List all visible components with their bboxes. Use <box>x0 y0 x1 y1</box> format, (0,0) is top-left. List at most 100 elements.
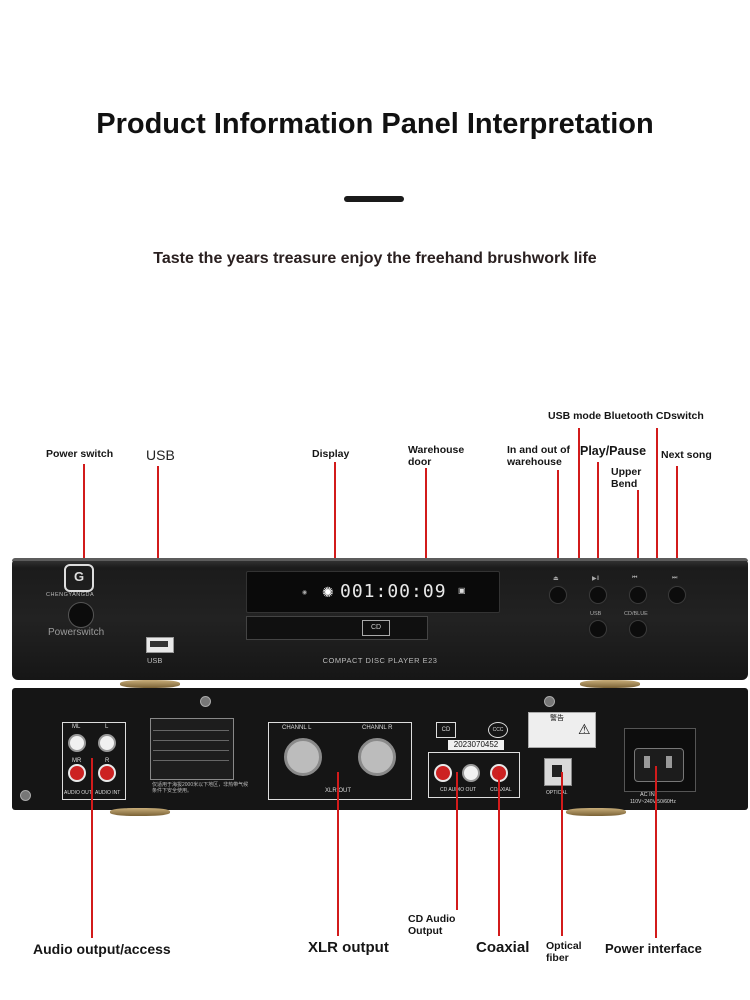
brand-name: CHENGYANGDA <box>46 592 95 598</box>
callout-line-audio-out <box>91 758 93 938</box>
disc-tray[interactable] <box>246 616 428 640</box>
label-usb: USB <box>146 447 175 463</box>
callout-line-usb-mode <box>578 428 580 630</box>
cd-logo: CD <box>362 620 390 636</box>
front-panel-edge <box>12 558 748 561</box>
label-next-song: Next song <box>661 449 712 461</box>
callout-line-prev <box>637 490 639 594</box>
mr-label: MR <box>72 758 82 764</box>
callout-line-display <box>334 462 336 586</box>
callout-line-door <box>425 468 427 632</box>
label-play-pause: Play/Pause <box>580 444 647 458</box>
next-icon: ⏭ <box>672 575 678 581</box>
warning-label <box>528 712 596 748</box>
front-display <box>246 571 500 613</box>
page-subtitle: Taste the years treasure enjoy the freeh… <box>153 250 597 267</box>
spec-plate-row <box>153 760 229 761</box>
callout-line-coaxial <box>498 772 500 936</box>
callout-line-next <box>676 466 678 594</box>
l-label: L <box>105 724 109 730</box>
spec-plate-row <box>153 730 229 731</box>
warning-text: 警告 <box>550 715 564 722</box>
title-divider <box>344 196 404 202</box>
play-pause-icon: ▶‖ <box>592 576 600 582</box>
audio-int-label: AUDIO INT <box>95 790 121 796</box>
next-track-button[interactable] <box>668 586 686 604</box>
cd-logo-rear: CD <box>436 722 456 738</box>
rca-jack-red[interactable] <box>98 764 116 782</box>
xlr-right-connector[interactable] <box>358 738 396 776</box>
label-usb-bt-cd-switch: USB mode Bluetooth CDswitch <box>548 410 704 422</box>
disc-status-icon: ◉ <box>302 590 308 596</box>
brand-logo: G <box>64 564 94 592</box>
optical-port-slot <box>552 765 562 777</box>
warning-triangle-icon: ⚠ <box>578 721 591 737</box>
ac-spec-label: 110V~240V 50/60Hz <box>630 799 676 805</box>
callout-line-power <box>83 464 85 614</box>
spec-note: 仅适用于海拔2000米以下地区，非热带气候条件下安全使用。 <box>152 782 249 794</box>
front-foot-left <box>120 680 180 688</box>
label-in-out-warehouse: In and out of warehouse <box>507 444 570 468</box>
rear-foot-left <box>110 808 170 816</box>
callout-line-cd-audio <box>456 772 458 910</box>
rca-jack-white[interactable] <box>98 734 116 752</box>
previous-icon: ⏮ <box>632 575 638 581</box>
cd-audio-jack-left[interactable] <box>434 764 452 782</box>
ccc-mark: CCC <box>488 722 508 738</box>
power-button[interactable] <box>68 602 94 628</box>
cd-audio-out-label: CD AUDIO OUT <box>440 787 477 793</box>
callout-line-optical <box>561 772 563 936</box>
eject-icon: ⏏ <box>553 576 559 582</box>
serial-number: 2023070452 <box>448 740 504 750</box>
usb-button-label: USB <box>590 611 602 617</box>
callout-line-xlr <box>337 772 339 936</box>
power-switch-label: Powerswitch <box>48 627 105 638</box>
eject-button[interactable] <box>549 586 567 604</box>
label-power-interface: Power interface <box>605 941 702 956</box>
usb-port-label: USB <box>147 656 163 665</box>
rear-screw <box>20 790 31 801</box>
label-optical-fiber: Optical fiber <box>546 940 582 964</box>
previous-track-button[interactable] <box>629 586 647 604</box>
spec-plate-row <box>153 750 229 751</box>
usb-port-slot <box>150 641 168 647</box>
power-pin <box>666 756 672 768</box>
spec-plate-row <box>153 740 229 741</box>
r-label: R <box>105 758 110 764</box>
label-upper-bend: Upper Bend <box>611 466 642 490</box>
channel-r-label: CHANNL R <box>362 725 393 731</box>
usb-mode-button[interactable] <box>589 620 607 638</box>
label-cd-audio-output: CD Audio Output <box>408 913 456 937</box>
page-title: Product Information Panel Interpretation <box>96 108 654 140</box>
xlr-left-connector[interactable] <box>284 738 322 776</box>
rear-screw <box>544 696 555 707</box>
label-display: Display <box>312 448 350 460</box>
power-socket[interactable] <box>634 748 684 782</box>
ac-in-label: AC IN <box>640 792 655 798</box>
analog-audio-block <box>62 722 126 800</box>
bluetooth-status-icon: ▣ <box>458 586 466 595</box>
label-coaxial: Coaxial <box>476 939 530 956</box>
label-xlr-output: XLR output <box>308 939 389 956</box>
cd-audio-block <box>428 752 520 798</box>
power-pin <box>644 756 650 768</box>
callout-line-usb <box>157 466 159 642</box>
spec-plate <box>150 718 234 780</box>
display-readout: 001:00:09 <box>340 581 447 602</box>
cd-bluetooth-button[interactable] <box>629 620 647 638</box>
optical-label: OPTICAL <box>546 790 568 796</box>
cd-audio-jack-right[interactable] <box>462 764 480 782</box>
rear-screw <box>200 696 211 707</box>
callout-line-eject <box>557 470 559 594</box>
rear-foot-right <box>566 808 626 816</box>
play-pause-button[interactable] <box>589 586 607 604</box>
ml-label: ML <box>72 724 81 730</box>
label-power-switch: Power switch <box>46 448 114 460</box>
rca-jack-red[interactable] <box>68 764 86 782</box>
rca-jack-white[interactable] <box>68 734 86 752</box>
channel-l-label: CHANNL L <box>282 725 312 731</box>
audio-out-label: AUDIO OUT <box>64 790 92 796</box>
coaxial-label: COAXIAL <box>490 787 512 793</box>
xlr-block <box>268 722 412 800</box>
front-foot-right <box>580 680 640 688</box>
